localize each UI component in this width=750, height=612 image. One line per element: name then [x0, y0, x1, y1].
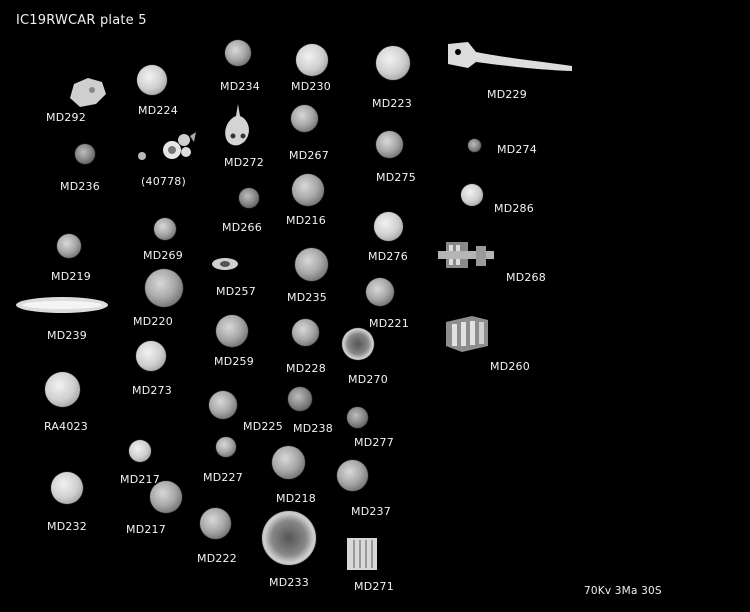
label-40778: (40778): [141, 175, 186, 188]
coin-md216: [292, 174, 324, 206]
label-md229: MD229: [487, 88, 527, 101]
coin-md223: [376, 46, 410, 80]
label-md286: MD286: [494, 202, 534, 215]
coin-md276: [374, 212, 403, 241]
coin-md267: [291, 105, 318, 132]
label-md220: MD220: [133, 315, 173, 328]
coin-md266: [239, 188, 259, 208]
coin-md259: [216, 315, 248, 347]
label-md238: MD238: [293, 422, 333, 435]
label-md230: MD230: [291, 80, 331, 93]
label-md269: MD269: [143, 249, 183, 262]
label-md266: MD266: [222, 221, 262, 234]
label-md270: MD270: [348, 373, 388, 386]
label-md218: MD218: [276, 492, 316, 505]
label-md260: MD260: [490, 360, 530, 373]
label-md232: MD232: [47, 520, 87, 533]
coin-md235: [295, 248, 328, 281]
artifact-md272-pendant: [225, 104, 249, 146]
label-md233: MD233: [269, 576, 309, 589]
artifact-md271-plaque: [347, 538, 377, 570]
coin-md217-upper: [129, 440, 151, 462]
coin-md219: [57, 234, 81, 258]
label-md273: MD273: [132, 384, 172, 397]
label-md267: MD267: [289, 149, 329, 162]
label-md216: MD216: [286, 214, 326, 227]
artifact-md239-blade: [16, 297, 108, 313]
coin-ra4023: [45, 372, 80, 407]
label-md225: MD225: [243, 420, 283, 433]
artifact-md260-block: [446, 316, 488, 352]
artifact-md268-fitting: [438, 242, 494, 268]
coin-md233: [262, 511, 316, 565]
label-md292: MD292: [46, 111, 86, 124]
label-ra4023: RA4023: [44, 420, 88, 433]
label-md224: MD224: [138, 104, 178, 117]
coin-md227: [216, 437, 236, 457]
coin-md237: [337, 460, 368, 491]
label-md217-lower: MD217: [126, 523, 166, 536]
label-md234: MD234: [220, 80, 260, 93]
label-md228: MD228: [286, 362, 326, 375]
label-md257: MD257: [216, 285, 256, 298]
coin-md236: [75, 144, 95, 164]
plate-title: IC19RWCAR plate 5: [16, 13, 147, 28]
artifact-md292-fragment: [70, 78, 106, 107]
coin-md225: [209, 391, 237, 419]
xray-settings-caption: 70Kv 3Ma 30S: [584, 585, 662, 597]
label-md235: MD235: [287, 291, 327, 304]
label-md237: MD237: [351, 505, 391, 518]
coin-md230: [296, 44, 328, 76]
label-md217-upper: MD217: [120, 473, 160, 486]
label-md227: MD227: [203, 471, 243, 484]
coin-md274: [468, 139, 481, 152]
coin-md273: [136, 341, 166, 371]
coin-md277: [347, 407, 368, 428]
label-md223: MD223: [372, 97, 412, 110]
coin-md224: [137, 65, 167, 95]
label-md219: MD219: [51, 270, 91, 283]
coin-md286: [461, 184, 483, 206]
label-md277: MD277: [354, 436, 394, 449]
label-md268: MD268: [506, 271, 546, 284]
label-md272: MD272: [224, 156, 264, 169]
label-md222: MD222: [197, 552, 237, 565]
label-md239: MD239: [47, 329, 87, 342]
coin-md221: [366, 278, 394, 306]
label-md274: MD274: [497, 143, 537, 156]
coin-md218: [272, 446, 305, 479]
label-md221: MD221: [369, 317, 409, 330]
coin-md275: [376, 131, 403, 158]
coin-md234: [225, 40, 251, 66]
coin-md217-lower: [150, 481, 182, 513]
coin-md220: [145, 269, 183, 307]
coin-md232: [51, 472, 83, 504]
label-md259: MD259: [214, 355, 254, 368]
coin-md269: [154, 218, 176, 240]
artifact-md229-pin: [448, 42, 572, 71]
label-md271: MD271: [354, 580, 394, 593]
artifact-40778-cluster: [138, 132, 196, 160]
coin-md222: [200, 508, 231, 539]
label-md276: MD276: [368, 250, 408, 263]
label-md275: MD275: [376, 171, 416, 184]
coin-md238: [288, 387, 312, 411]
label-md236: MD236: [60, 180, 100, 193]
coin-md228: [292, 319, 319, 346]
artifact-md257-bead: [212, 258, 238, 270]
coin-md270: [342, 328, 374, 360]
